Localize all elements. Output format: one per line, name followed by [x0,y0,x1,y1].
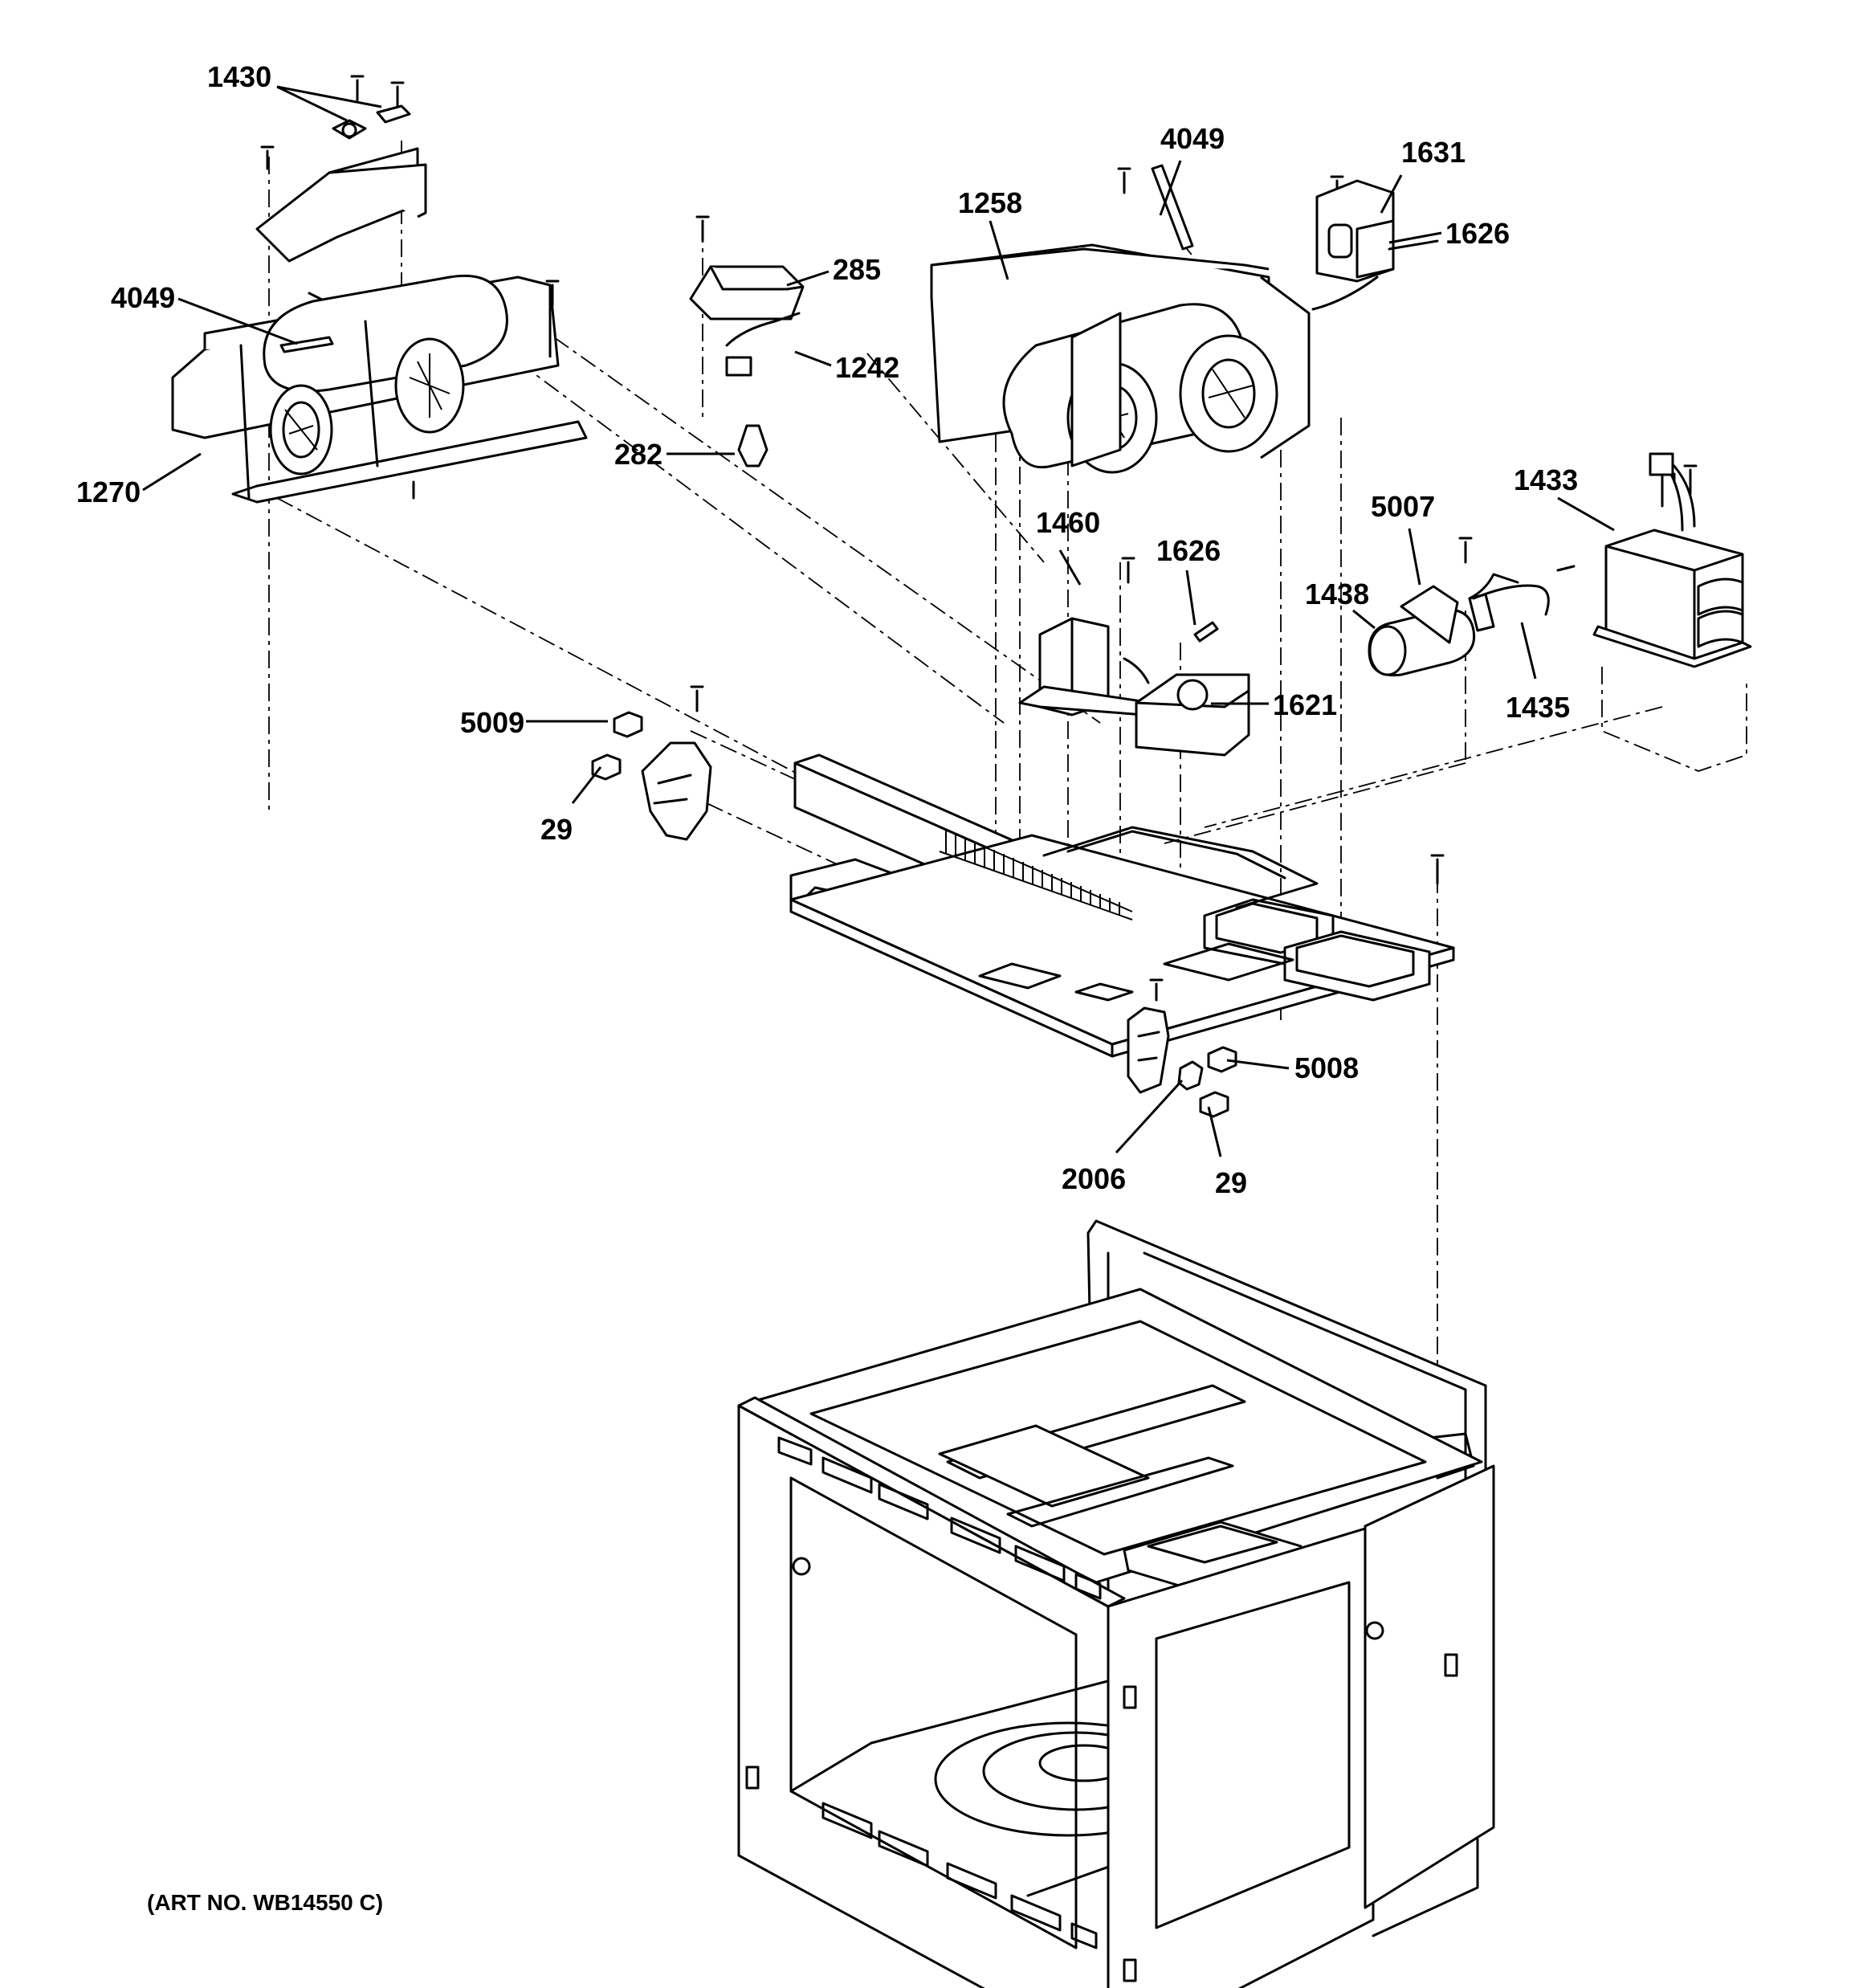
control-components [1018,557,1250,757]
callout-2006: 2006 [1062,1162,1126,1195]
callout-5009: 5009 [460,706,524,739]
lamp-assembly [689,215,805,467]
right-blower-assembly [930,164,1439,474]
callout-labels: 1430 4049 1270 285 1242 282 4049 1258 16… [76,60,1578,1199]
interlock-switches-right [1127,1006,1237,1118]
art-number: (ART NO. WB14550 C) [147,1890,383,1915]
callout-1430: 1430 [207,60,271,93]
callout-1433: 1433 [1514,463,1578,496]
callout-1626: 1626 [1156,534,1221,567]
interlock-switches-left [591,685,712,841]
callout-4049: 4049 [111,281,175,314]
oven-cavity [737,1219,1495,1988]
callout-1626: 1626 [1445,217,1510,250]
callout-4049: 4049 [1160,122,1225,155]
callout-1270: 1270 [76,476,141,508]
callout-leaders [142,85,1615,1157]
callout-5007: 5007 [1371,490,1435,523]
callout-282: 282 [614,438,662,471]
left-blower-assembly [171,75,588,504]
callout-1460: 1460 [1036,506,1100,539]
callout-1631: 1631 [1401,136,1466,169]
callout-1242: 1242 [835,351,899,384]
front-frame-slots [777,1436,1102,1949]
callout-5008: 5008 [1294,1051,1359,1084]
callout-1435: 1435 [1506,691,1570,724]
base-plate [789,753,1455,1058]
hv-components [1368,452,1752,772]
callout-1258: 1258 [958,186,1022,219]
vent-grill [939,827,1133,921]
callout-1438: 1438 [1305,578,1369,610]
callout-1621: 1621 [1273,688,1337,721]
callout-29: 29 [540,813,573,846]
callout-285: 285 [833,253,881,286]
callout-29: 29 [1215,1166,1247,1199]
